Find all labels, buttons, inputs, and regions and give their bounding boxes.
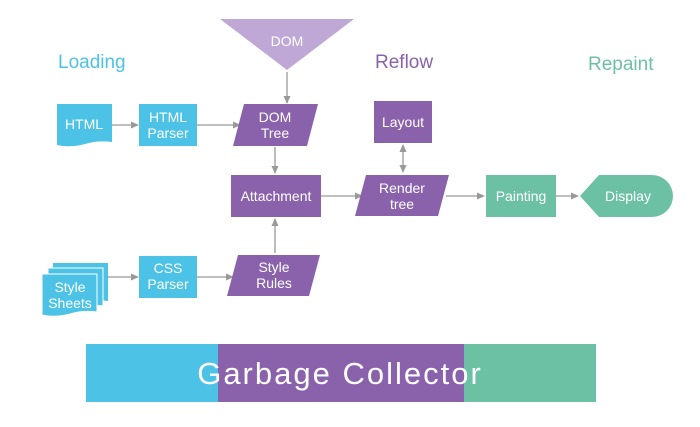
node-attachment: Attachment xyxy=(231,175,321,217)
style-rules-label-line2: Rules xyxy=(256,275,292,291)
layout-shape xyxy=(374,101,432,143)
node-html: HTML xyxy=(57,104,112,147)
node-painting: Painting xyxy=(486,175,556,217)
node-style-rules: Style Rules xyxy=(227,255,320,296)
node-display: Display xyxy=(580,175,673,217)
style-sheets-front-sheet xyxy=(41,273,98,317)
painting-label: Painting xyxy=(496,188,547,204)
node-layout: Layout xyxy=(374,101,432,143)
gc-segment-repaint xyxy=(464,344,596,402)
layout-label: Layout xyxy=(382,114,424,130)
attachment-shape xyxy=(231,175,321,217)
display-shape xyxy=(580,175,673,217)
garbage-collector-bar: Garbage Collector xyxy=(86,344,596,402)
phase-repaint: Repaint xyxy=(588,54,654,75)
node-dom-tree: DOM Tree xyxy=(233,104,318,146)
style-rules-shape xyxy=(227,255,320,296)
dom-tree-shape xyxy=(233,104,318,146)
render-tree-label-line1: Render xyxy=(379,180,425,196)
style-rules-label-line1: Style xyxy=(258,259,289,275)
dom-tree-label-line2: Tree xyxy=(261,125,289,141)
node-dom: DOM xyxy=(220,19,354,70)
css-parser-label-line1: CSS xyxy=(154,260,183,276)
render-tree-label-line2: tree xyxy=(390,196,414,212)
garbage-collector-label: Garbage Collector xyxy=(197,356,483,391)
gc-segment-reflow xyxy=(218,344,464,402)
html-parser-label-line2: Parser xyxy=(147,125,189,141)
style-sheets-label-line1: Style xyxy=(54,279,85,295)
node-render-tree: Render tree xyxy=(355,175,449,216)
dom-tree-label-line1: DOM xyxy=(259,109,292,125)
html-document-shape xyxy=(57,104,112,147)
render-tree-shape xyxy=(355,175,449,216)
css-parser-label-line2: Parser xyxy=(147,276,189,292)
gc-segment-loading xyxy=(86,344,218,402)
dom-label: DOM xyxy=(271,33,304,49)
html-label: HTML xyxy=(65,116,103,132)
node-html-parser: HTML Parser xyxy=(139,104,197,146)
dom-triangle-shape xyxy=(220,19,354,70)
phase-reflow: Reflow xyxy=(375,52,433,73)
node-style-sheets: Style Sheets xyxy=(41,263,108,317)
css-parser-shape xyxy=(139,256,197,298)
painting-shape xyxy=(486,175,556,217)
node-css-parser: CSS Parser xyxy=(139,256,197,298)
attachment-label: Attachment xyxy=(241,188,312,204)
display-label: Display xyxy=(605,188,651,204)
style-sheets-label-line2: Sheets xyxy=(48,295,92,311)
connectors xyxy=(108,72,579,281)
html-parser-shape xyxy=(139,104,197,146)
phase-loading: Loading xyxy=(58,52,126,73)
html-parser-label-line1: HTML xyxy=(149,109,187,125)
